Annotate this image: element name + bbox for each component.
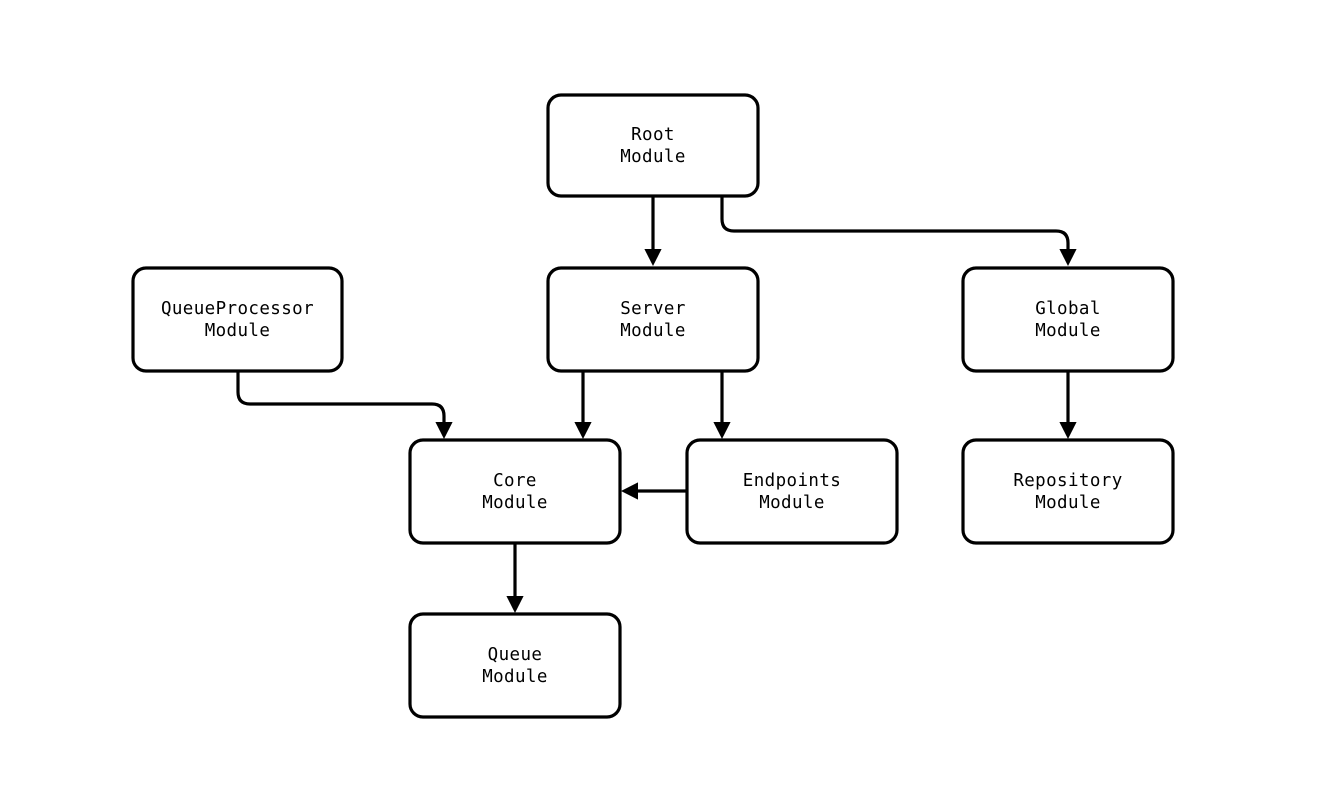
node-label-line2: Module — [482, 493, 548, 513]
node-label-line2: Module — [205, 321, 271, 341]
node-label-line1: Core — [493, 471, 537, 491]
edge-core-to-queue — [506, 543, 524, 613]
edge-arrowhead-icon — [644, 249, 662, 266]
edge-arrowhead-icon — [1059, 249, 1077, 266]
edge-arrowhead-icon — [621, 482, 638, 500]
edge-arrowhead-icon — [713, 422, 731, 439]
node-box[interactable] — [685, 438, 899, 545]
node-box[interactable] — [131, 266, 344, 373]
node-box[interactable] — [408, 612, 622, 719]
node-box[interactable] — [961, 438, 1175, 545]
node-label-line1: Endpoints — [743, 471, 841, 491]
node-label-line1: Repository — [1013, 471, 1122, 491]
edge-arrowhead-icon — [435, 422, 453, 439]
edge-server-to-core — [574, 371, 592, 439]
edge-root-to-global — [720, 196, 1077, 266]
edge-arrowhead-icon — [574, 422, 592, 439]
edge-queueprocessor-to-core — [236, 371, 453, 439]
edge-arrowhead-icon — [1059, 422, 1077, 439]
node-label-line2: Module — [620, 147, 686, 167]
node-label-line2: Module — [1035, 321, 1101, 341]
node-box[interactable] — [546, 93, 760, 198]
edge-server-to-endpoints — [713, 371, 731, 439]
node-box[interactable] — [961, 266, 1175, 373]
edge-global-to-repository — [1059, 371, 1077, 439]
node-label-line1: Global — [1035, 299, 1101, 319]
node-label-line2: Module — [620, 321, 686, 341]
node-box[interactable] — [408, 438, 622, 545]
node-label-line2: Module — [1035, 493, 1101, 513]
node-label-line2: Module — [759, 493, 825, 513]
node-label-line1: Queue — [488, 645, 543, 665]
edges-layer — [236, 196, 1077, 613]
edge-root-to-server — [644, 196, 662, 266]
edge-arrowhead-icon — [506, 596, 524, 613]
edge-endpoints-to-core — [621, 482, 687, 500]
node-label-line1: QueueProcessor — [161, 299, 314, 319]
node-label-line1: Root — [631, 125, 675, 145]
node-label-line2: Module — [482, 667, 548, 687]
edge-line — [236, 371, 446, 423]
node-box[interactable] — [546, 266, 760, 373]
edge-line — [720, 196, 1070, 250]
node-label-line1: Server — [620, 299, 686, 319]
